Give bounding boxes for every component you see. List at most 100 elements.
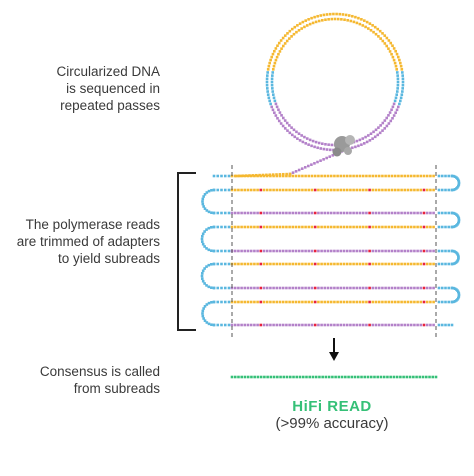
- dna-base: [277, 52, 280, 56]
- subread-base: [297, 300, 301, 304]
- subread-base: [243, 323, 247, 327]
- subread-base: [345, 323, 349, 327]
- subread-base: [339, 262, 343, 266]
- subread-base: [345, 262, 349, 266]
- subread-base: [253, 188, 256, 192]
- dna-base: [450, 323, 454, 327]
- dna-base: [259, 375, 263, 379]
- subread-base: [233, 262, 237, 266]
- subread-base: [419, 225, 423, 229]
- subread-base: [240, 174, 243, 178]
- dna-base: [440, 323, 444, 327]
- dna-base: [303, 25, 306, 29]
- subread-base: [249, 323, 253, 327]
- subread-base: [262, 188, 266, 192]
- subread-base: [345, 286, 349, 290]
- subread-base: [269, 286, 272, 290]
- subread-base: [361, 323, 365, 327]
- subread-base: [397, 323, 400, 327]
- subread-base: [393, 323, 397, 327]
- adapter-base: [457, 257, 460, 261]
- dna-base: [275, 173, 278, 176]
- subread-base: [230, 225, 234, 229]
- subread-base: [285, 262, 288, 266]
- adapter-base: [453, 225, 457, 228]
- adapter-base: [201, 277, 204, 280]
- dna-base: [307, 18, 310, 21]
- adapter-base: [456, 186, 459, 189]
- dna-base: [428, 375, 431, 379]
- dna-base: [372, 30, 375, 34]
- adapter-base: [456, 259, 460, 262]
- subread-base: [339, 174, 343, 178]
- dna-base: [340, 18, 343, 21]
- subread-base: [342, 323, 346, 327]
- subread-base: [307, 300, 311, 304]
- subread-base: [301, 286, 304, 290]
- subread-base: [326, 262, 330, 266]
- adapter-base: [201, 272, 204, 275]
- dna-base: [227, 211, 231, 215]
- dna-base: [444, 174, 447, 178]
- subread-base: [333, 249, 336, 253]
- subread-base: [246, 249, 250, 253]
- subread-base: [297, 262, 301, 266]
- adapter-base: [450, 262, 454, 266]
- subread-base: [317, 249, 320, 253]
- subread-base: [269, 249, 272, 253]
- dna-base: [279, 39, 283, 42]
- subread-base: [317, 211, 320, 215]
- dna-base: [346, 18, 349, 22]
- subread-base: [358, 286, 362, 290]
- subread-base: [374, 211, 378, 215]
- subread-base: [278, 225, 282, 229]
- adapter-base: [207, 263, 211, 267]
- dna-base: [290, 126, 293, 129]
- subread-base: [349, 225, 352, 229]
- subread-base: [390, 188, 394, 192]
- subread-base: [272, 249, 275, 253]
- subread-base: [429, 323, 432, 327]
- adapter-base: [205, 209, 209, 212]
- subread-base: [285, 300, 288, 304]
- dna-base: [360, 375, 363, 379]
- dna-base: [317, 141, 321, 145]
- subread-base: [294, 262, 298, 266]
- subread-base: [339, 225, 343, 229]
- subread-base: [390, 262, 394, 266]
- dna-base: [399, 99, 402, 103]
- subread-base: [361, 286, 365, 290]
- subread-base: [406, 286, 410, 290]
- dna-base: [387, 122, 391, 125]
- adapter-base: [452, 188, 455, 192]
- subread-base: [355, 249, 359, 253]
- subread-base: [275, 188, 279, 192]
- subread-base: [368, 211, 371, 215]
- subread-base: [233, 286, 237, 290]
- label-line: are trimmed of adapters: [16, 234, 160, 249]
- dna-base: [319, 14, 323, 17]
- dna-base: [392, 47, 396, 50]
- dna-base: [356, 375, 360, 379]
- subread-base: [358, 211, 362, 215]
- dna-base: [353, 375, 357, 379]
- subread-base: [377, 300, 381, 304]
- subread-base: [288, 262, 291, 266]
- subread-base: [320, 211, 323, 215]
- subread-base: [313, 225, 317, 229]
- dna-base: [290, 27, 294, 31]
- dna-base: [270, 83, 274, 87]
- subread-base: [390, 249, 394, 253]
- subread-base: [243, 188, 247, 192]
- subread-base: [390, 211, 394, 215]
- adapter-base: [453, 250, 457, 253]
- subread-base: [400, 225, 403, 229]
- subread-base: [406, 174, 410, 178]
- dna-base: [322, 158, 325, 161]
- subread-base: [246, 262, 250, 266]
- adapter-base: [212, 249, 216, 253]
- dna-base: [308, 375, 312, 379]
- subread-base: [384, 300, 387, 304]
- adapter-base: [201, 269, 205, 273]
- subread-base: [416, 300, 419, 304]
